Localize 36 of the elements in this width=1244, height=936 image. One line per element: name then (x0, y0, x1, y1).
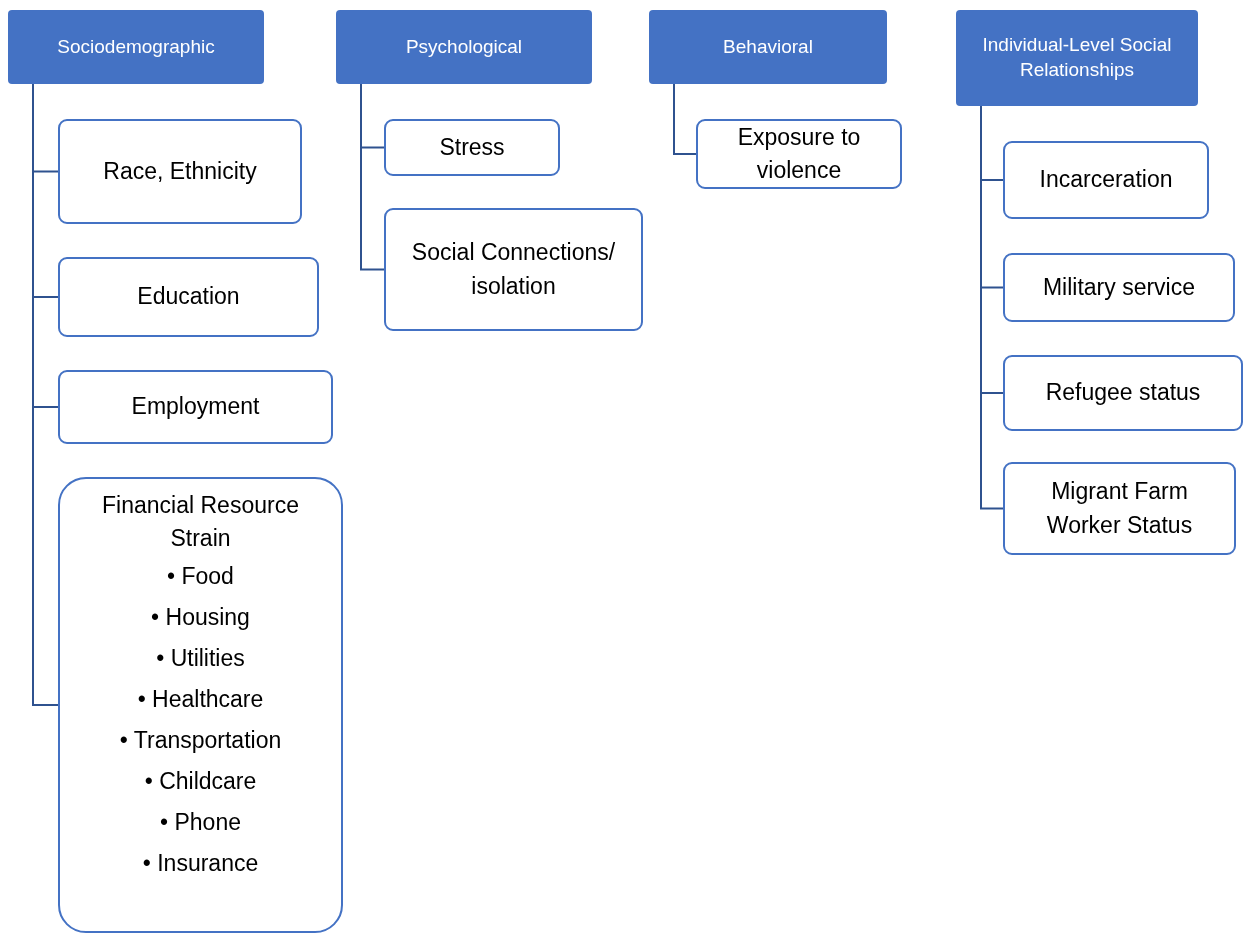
factor-box (1003, 141, 1209, 219)
bullet-item: • Childcare (143, 766, 258, 796)
bullet-item: • Healthcare (136, 684, 265, 714)
bullet-item: • Transportation (119, 725, 282, 755)
bullet-item: • Insurance (141, 848, 260, 878)
bullet-item: • Food (166, 561, 235, 591)
bullet-item: • Phone (159, 807, 242, 837)
box-label: Incarceration (1039, 165, 1173, 195)
factor-box (1003, 253, 1235, 322)
factor-box (58, 257, 319, 337)
bullet-item: • Utilities (155, 643, 246, 673)
factor-box (1003, 462, 1236, 555)
box-label: Race, Ethnicity (103, 156, 257, 186)
factor-box (58, 477, 343, 933)
box-label: Military service (1042, 272, 1196, 302)
factor-box (58, 119, 302, 224)
factor-box (384, 119, 560, 176)
factor-box (696, 119, 902, 189)
connector-line (673, 83, 697, 155)
category-header: Individual-Level Social Relationships (956, 10, 1198, 106)
factor-box (58, 370, 333, 444)
factor-box (1003, 355, 1243, 431)
box-label: Migrant Farm Worker Status (1045, 477, 1194, 540)
connector-line (360, 83, 385, 271)
category-header: Psychological (336, 10, 592, 84)
box-label: Stress (439, 132, 505, 162)
box-label: Employment (131, 392, 260, 422)
box-label: Refugee status (1045, 378, 1201, 408)
box-label: Exposure to violence (736, 122, 862, 185)
box-label: Social Connections/ isolation (410, 238, 617, 301)
category-header: Behavioral (649, 10, 887, 84)
box-heading: Financial Resource Strain (101, 491, 300, 554)
factor-box (384, 208, 643, 331)
bullet-item: • Housing (150, 602, 251, 632)
box-label: Education (137, 282, 240, 312)
category-header: Sociodemographic (8, 10, 264, 84)
